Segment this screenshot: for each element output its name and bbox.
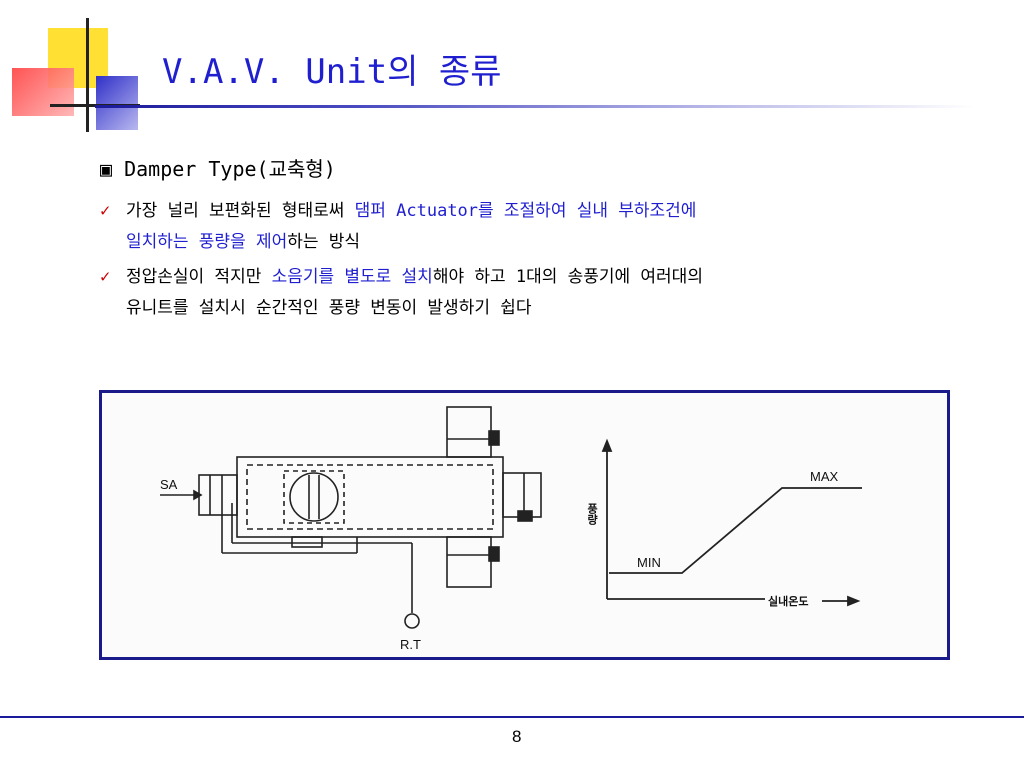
- rt-label: R.T: [400, 637, 421, 652]
- checkmark-icon: ✓: [100, 201, 111, 221]
- vav-damper-figure: SA R.T 풍량 실내온도 MIN MAX: [99, 390, 950, 660]
- bullet-line: 정압손실이 적지만 소음기를 별도로 설치해야 하고 1대의 송풍기에 여러대의: [100, 262, 703, 293]
- x-axis-arrow-icon: [847, 595, 861, 607]
- graph-y-label: 풍량: [586, 503, 599, 526]
- bullet-text: 정압손실이 적지만: [126, 267, 272, 287]
- page-title: V.A.V. Unit의 종류: [162, 52, 502, 92]
- deco-blue-square: [96, 76, 138, 130]
- title-underline: [95, 105, 975, 108]
- bottom-branch: [446, 536, 492, 588]
- inner-liner: [246, 464, 494, 530]
- bullet-text: 해야 하고 1대의 송풍기에 여러대의: [432, 267, 703, 287]
- max-label: MAX: [810, 469, 839, 484]
- deco-red-square: [12, 68, 74, 116]
- damper-schematic: [160, 406, 542, 629]
- bullet-text: 가장 널리 보편화된 형태로써: [126, 201, 355, 221]
- bullet-text: 하는 방식: [287, 232, 361, 252]
- graph-x-label: 실내온도: [768, 594, 808, 608]
- bullet-line: 가장 널리 보편화된 형태로써 댐퍼 Actuator를 조절하여 실내 부하조…: [100, 196, 696, 227]
- flow-graph: [601, 438, 862, 607]
- bullet-highlight: 일치하는 풍량을 제어: [126, 232, 288, 252]
- deco-vertical-line: [86, 18, 89, 132]
- figure-canvas: SA R.T 풍량 실내온도 MIN MAX: [160, 406, 862, 652]
- footer-rule: [0, 716, 1024, 718]
- flow-curve: [609, 487, 862, 574]
- section-heading: ▣ Damper Type(교축형): [100, 157, 336, 181]
- damper-blade: [289, 472, 339, 522]
- sa-label: SA: [160, 477, 178, 492]
- bullet-line: 유니트를 설치시 순간적인 풍량 변동이 발생하기 쉽다: [100, 293, 703, 324]
- bullet-highlight: 댐퍼 Actuator를 조절하여 실내 부하조건에: [354, 201, 697, 221]
- y-axis-arrow-icon: [601, 438, 613, 452]
- checkmark-icon: ✓: [100, 267, 111, 287]
- unit-body: [236, 456, 504, 538]
- bullet-item-1: ✓ 가장 널리 보편화된 형태로써 댐퍼 Actuator를 조절하여 실내 부…: [100, 196, 696, 258]
- bullet-line: 일치하는 풍량을 제어하는 방식: [100, 227, 696, 258]
- bullet-text: 유니트를 설치시 순간적인 풍량 변동이 발생하기 쉽다: [126, 298, 532, 318]
- bullet-item-2: ✓ 정압손실이 적지만 소음기를 별도로 설치해야 하고 1대의 송풍기에 여러…: [100, 262, 703, 324]
- page-number: 8: [512, 727, 522, 746]
- room-thermostat: [404, 613, 420, 629]
- top-branch: [446, 406, 492, 458]
- bullet-highlight: 소음기를 별도로 설치: [271, 267, 433, 287]
- min-label: MIN: [637, 555, 661, 570]
